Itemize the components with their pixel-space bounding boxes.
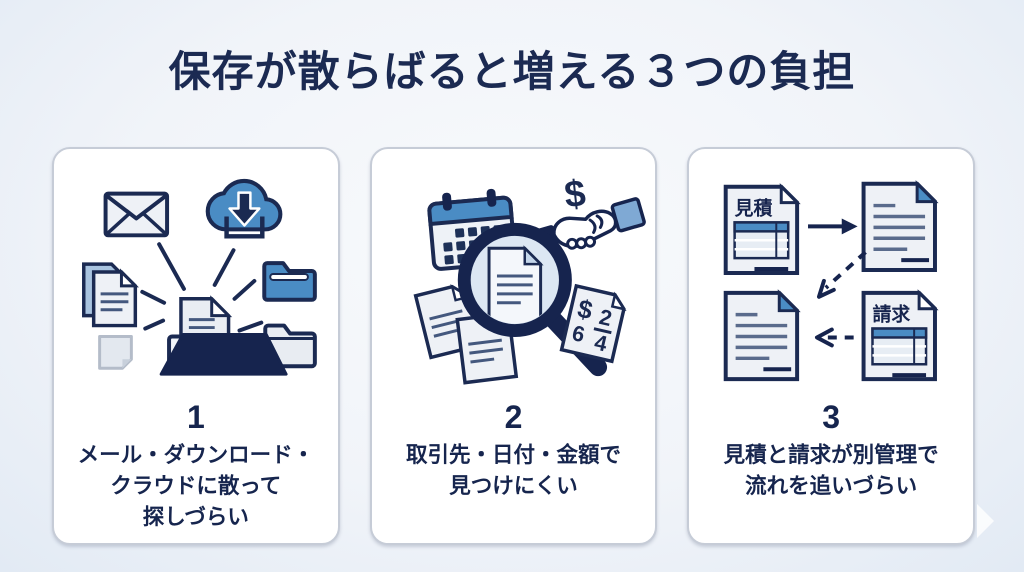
card-separate-management: 見積 xyxy=(687,147,976,545)
sticky-note-icon xyxy=(98,334,133,370)
chevron-right-icon[interactable] xyxy=(977,504,994,538)
open-folder-document-icon xyxy=(159,295,288,376)
card-caption: メール・ダウンロード・ クラウドに散って 探しづらい xyxy=(77,443,315,530)
card-number: 2 xyxy=(504,399,523,435)
radiating-lines xyxy=(140,242,264,333)
page-title: 保存が散らばると増える３つの負担 xyxy=(168,48,856,95)
amount-paper-icon: $ 2 6 4 xyxy=(559,283,627,364)
estimate-invoice-flow-illustration: 見積 xyxy=(724,180,939,382)
copy-document-icon xyxy=(724,289,802,382)
card-number: 1 xyxy=(186,399,205,435)
invoice-document-icon: 請求 xyxy=(861,289,939,382)
estimate-document-icon: 見積 xyxy=(724,183,802,275)
dashed-arrow-down-icon xyxy=(817,250,868,299)
dollar-sign: $ xyxy=(562,172,587,216)
card-number: 3 xyxy=(822,399,841,435)
estimate-label: 見積 xyxy=(735,196,773,218)
card-hard-to-find: $ xyxy=(369,147,658,545)
cards-row: 1 メール・ダウンロード・ クラウドに散って 探しづらい xyxy=(52,147,976,545)
amount-dollar: $ xyxy=(574,295,594,326)
envelope-icon xyxy=(103,191,170,238)
card-caption: 取引先・日付・金額で 見つけにくい xyxy=(406,443,622,499)
card-scattered-storage: 1 メール・ダウンロード・ クラウドに散って 探しづらい xyxy=(52,147,340,545)
received-document-icon xyxy=(861,180,939,273)
document-stack-icon xyxy=(82,262,139,328)
search-documents-illustration: $ xyxy=(413,172,646,385)
dashed-arrow-left-icon xyxy=(815,327,854,348)
solid-arrow-icon xyxy=(808,218,858,235)
amount-top: 2 xyxy=(597,304,614,331)
invoice-label: 請求 xyxy=(873,303,911,325)
card-caption: 見積と請求が別管理で 流れを追いづらい xyxy=(723,443,939,499)
cloud-download-icon xyxy=(205,178,283,239)
amount-left: 6 xyxy=(569,320,586,347)
blue-folder-icon xyxy=(262,261,317,302)
magnifier-document-icon xyxy=(457,222,607,377)
scattered-files-illustration xyxy=(82,178,317,376)
